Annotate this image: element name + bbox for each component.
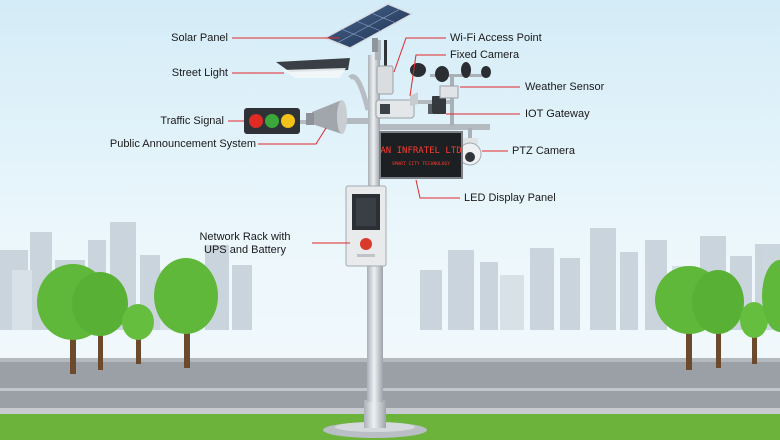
road <box>0 360 780 410</box>
leader-wifi <box>393 37 446 73</box>
label-network-rack-line2: UPS and Battery <box>204 244 286 256</box>
network-rack-cabinet <box>345 185 387 267</box>
label-iot-gateway: IOT Gateway <box>525 108 590 120</box>
wifi-access-point <box>376 40 394 95</box>
label-ptz-camera: PTZ Camera <box>512 145 575 157</box>
announcement-horn <box>306 100 347 134</box>
label-solar-panel: Solar Panel <box>171 32 228 44</box>
pole <box>367 250 383 402</box>
traffic-signal <box>244 108 300 134</box>
leader-lines <box>228 37 520 244</box>
solar-panel <box>323 3 414 52</box>
label-network-rack: Network Rack with UPS and Battery <box>180 231 310 257</box>
label-wifi-access-point: Wi-Fi Access Point <box>450 32 542 44</box>
weather-sensor <box>410 62 491 126</box>
label-led-display-panel: LED Display Panel <box>464 192 556 204</box>
led-line-2: SMART CITY TECHNOLOGY <box>392 161 450 167</box>
label-weather-sensor: Weather Sensor <box>525 81 605 93</box>
trees-left <box>37 258 218 374</box>
leader-public-announcement <box>258 127 327 145</box>
rack-logo <box>360 238 372 250</box>
label-network-rack-line1: Network Rack with <box>199 231 291 243</box>
street-light <box>276 58 371 111</box>
led-line-1: AN INFRATEL LTD <box>380 146 461 156</box>
label-fixed-camera: Fixed Camera <box>450 49 520 61</box>
ptz-camera <box>458 128 482 166</box>
label-street-light: Street Light <box>171 67 228 79</box>
led-display-panel: AN INFRATEL LTD SMART CITY TECHNOLOGY <box>379 131 463 179</box>
iot-gateway <box>428 96 446 114</box>
trees-right <box>655 260 780 370</box>
leader-fixed-camera <box>409 54 446 97</box>
leader-led-display <box>415 179 460 199</box>
label-public-announcement: Public Announcement System <box>109 138 256 150</box>
fixed-camera <box>375 92 418 119</box>
label-traffic-signal: Traffic Signal <box>160 115 224 127</box>
